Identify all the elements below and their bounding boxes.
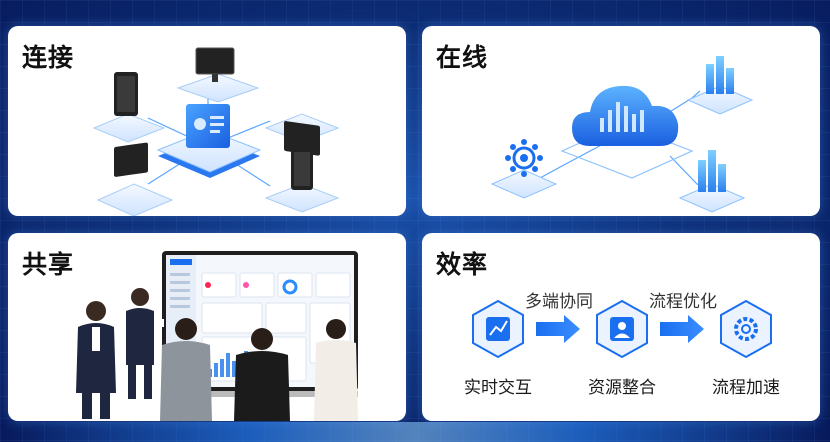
person-woman-back: [314, 319, 358, 421]
panel-efficiency: 效率 多端协同 流程优化 实时交互 资源整合 流程加速: [422, 233, 820, 421]
panel-title: 连接: [22, 43, 75, 72]
person-back-gray: [160, 318, 212, 421]
network-node-icon: [490, 139, 558, 199]
share-illustration: [76, 251, 358, 421]
phone-left-device: [92, 72, 166, 143]
realtime-chart-icon: [472, 299, 524, 359]
panel-title: 在线: [436, 43, 489, 72]
panel-share: 共享: [8, 233, 406, 421]
efficiency-flow: [472, 299, 772, 359]
monitor-top-device: [176, 47, 260, 103]
person-back-black: [234, 328, 290, 421]
cloud-icon: [572, 85, 679, 146]
bottom-glow: [0, 422, 830, 442]
step-label-accelerate: 流程加速: [712, 378, 780, 398]
gear-icon: [720, 299, 772, 359]
arrow-right-icon: [660, 315, 704, 343]
arrow-right-icon: [536, 315, 580, 343]
panel-title: 效率: [436, 250, 489, 279]
connect-illustration: [92, 47, 340, 216]
panel-online: 在线: [422, 26, 820, 216]
person-left: [76, 301, 116, 419]
central-screen: [186, 104, 230, 148]
panel-connect: 连接: [8, 26, 406, 216]
person-woman-tablet: [126, 288, 164, 399]
step-label-resource: 资源整合: [588, 378, 656, 398]
central-platform: [156, 104, 262, 178]
panel-title: 共享: [22, 250, 75, 279]
online-illustration: [490, 56, 754, 213]
bar-chart-node-bottom: [678, 150, 746, 213]
arrow-label-multi-device: 多端协同: [525, 292, 593, 312]
monitor-left-device: [96, 142, 174, 216]
monitor-right-device: [264, 113, 340, 156]
user-icon: [596, 299, 648, 359]
arrow-label-process-optimize: 流程优化: [649, 292, 717, 312]
step-label-realtime: 实时交互: [464, 378, 532, 398]
bar-chart-node-top: [686, 56, 754, 115]
phone-right-device: [264, 148, 340, 213]
